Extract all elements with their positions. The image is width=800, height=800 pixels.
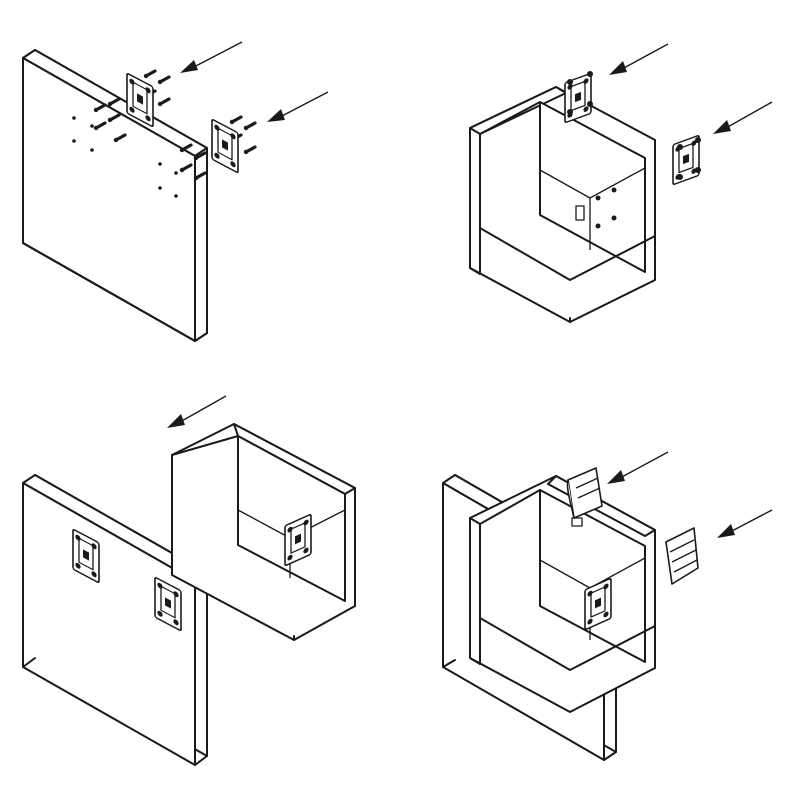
- cabinet-opening: [539, 489, 646, 663]
- arrow-icon: [717, 509, 773, 538]
- arrow-icon: [713, 101, 773, 134]
- cover-cap-icon: [665, 527, 699, 585]
- arrow-icon: [180, 41, 243, 73]
- step-3-panel: [22, 395, 356, 766]
- arrow-icon: [609, 43, 669, 75]
- screw-set-right: [677, 137, 701, 180]
- screw-set-top: [567, 71, 593, 115]
- hinge-bracket-icon: [211, 118, 239, 174]
- cabinet-opening: [539, 101, 646, 273]
- hinge-bracket-icon: [672, 134, 700, 186]
- cover-cap-icon: [566, 467, 603, 527]
- cabinet-opening: [237, 435, 346, 602]
- step-4-panel: [442, 451, 773, 761]
- drill-holes-left: [72, 116, 94, 152]
- arrow-icon: [167, 395, 227, 428]
- step-1-panel: [22, 41, 329, 342]
- arrow-icon: [607, 451, 669, 484]
- drill-holes-right: [158, 162, 178, 198]
- step-2-panel: [469, 43, 773, 323]
- arrow-icon: [267, 91, 329, 122]
